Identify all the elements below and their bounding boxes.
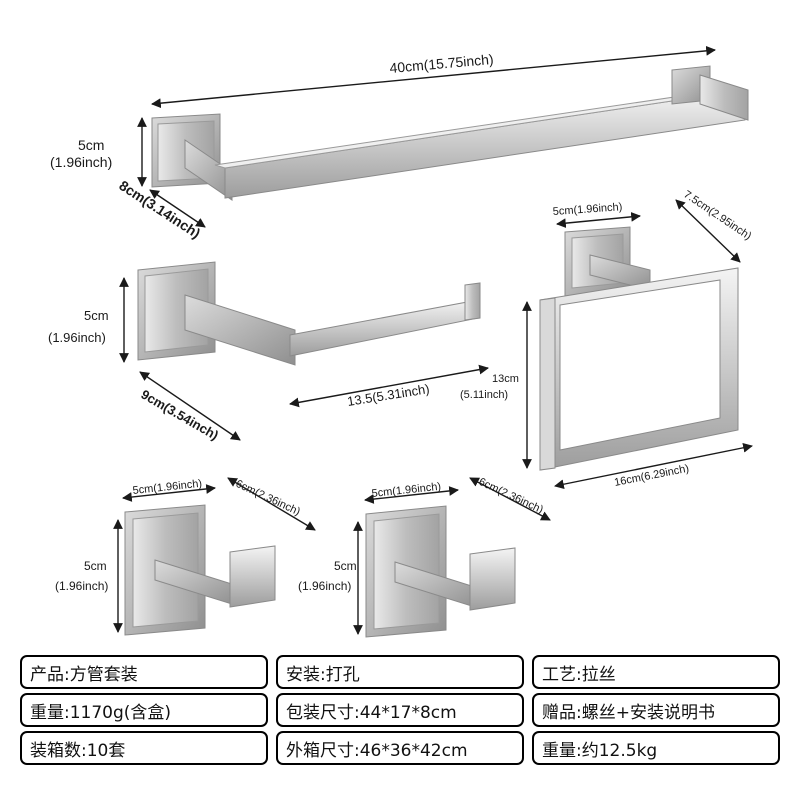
spec-carton-quantity: 装箱数:10套 [20,731,268,765]
paper-holder-length-label: 13.5(5.31inch) [346,381,430,409]
paper-holder-height-in-label: (1.96inch) [48,330,106,345]
towel-bar [151,65,749,201]
robe-hook-right-height-cm-label: 5cm [334,559,357,573]
spec-carton-size: 外箱尺寸:46*36*42cm [276,731,524,765]
towel-ring-height-cm-label: 13cm [492,373,519,385]
paper-holder-height-cm-label: 5cm [84,308,109,323]
robe-hook-left-height-in-label: (1.96inch) [55,579,108,593]
towel-bar-dimension-lines [137,45,716,228]
robe-hook-left-base-label: 5cm(1.96inch) [132,478,203,497]
towel-ring-height-in-label: (5.11inch) [460,389,508,401]
spec-weight: 重量:1170g(含盒) [20,693,268,727]
paper-holder [137,261,481,366]
robe-hook-right-height-in-label: (1.96inch) [298,579,351,593]
towel-bar-height-in-label: (1.96inch) [50,154,112,170]
towel-ring-base-label: 5cm(1.96inch) [552,201,622,218]
paper-holder-depth-label: 9cm(3.54inch) [139,387,222,443]
spec-product: 产品:方管套装 [20,655,268,689]
robe-hook-right-dimension-lines [353,477,551,635]
robe-hook-right-base-label: 5cm(1.96inch) [371,481,442,500]
robe-hook-right [365,505,516,638]
robe-hook-right-depth-label: 6cm(2.36inch) [477,476,545,516]
product-illustration: 40cm(15.75inch) 5cm (1.96inch) 8cm(3.14i… [48,45,753,638]
robe-hook-left-height-cm-label: 5cm [84,559,107,573]
towel-ring-dimension-lines [522,199,753,490]
spec-accessories: 赠品:螺丝+安装说明书 [532,693,780,727]
spec-table: 产品:方管套装 安装:打孔 工艺:拉丝 重量:1170g(含盒) 包装尺寸:44… [20,655,780,765]
towel-bar-height-cm-label: 5cm [78,137,104,153]
robe-hook-left [124,504,276,636]
robe-hook-left-dimension-lines [113,477,316,633]
spec-finish: 工艺:拉丝 [532,655,780,689]
robe-hook-left-depth-label: 6cm(2.36inch) [234,478,302,518]
towel-ring [539,226,739,471]
spec-installation: 安装:打孔 [276,655,524,689]
spec-package-size: 包装尺寸:44*17*8cm [276,693,524,727]
paper-holder-dimension-lines [119,277,489,441]
spec-carton-weight: 重量:约12.5kg [532,731,780,765]
